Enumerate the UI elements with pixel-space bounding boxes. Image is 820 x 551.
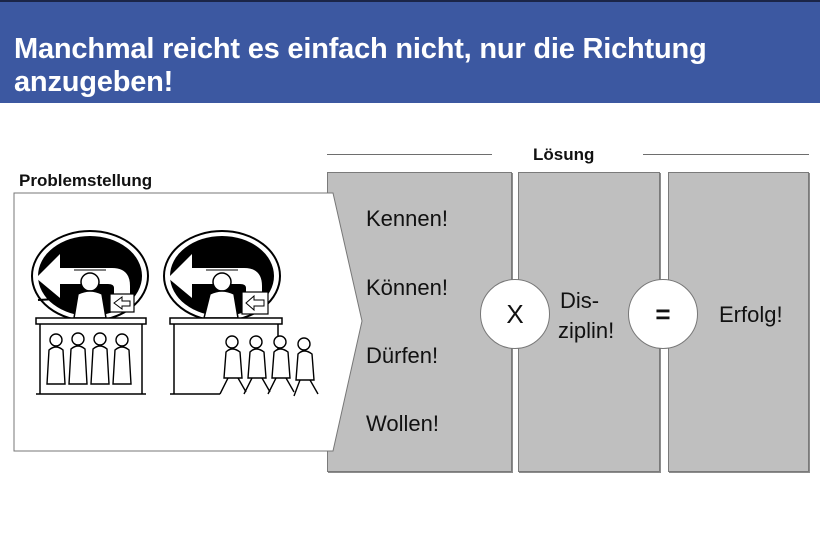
solution-rule-right <box>643 154 809 155</box>
factor-kennen: Kennen! <box>366 206 448 231</box>
multiply-operator: X <box>480 279 550 349</box>
discipline-line-1: Dis- <box>560 288 600 313</box>
cartoon-walking-crowd-icon <box>163 230 319 397</box>
factor-duerfen: Dürfen! <box>366 343 439 368</box>
solution-rule-left <box>327 154 492 155</box>
equals-symbol: = <box>655 298 671 329</box>
factor-wollen: Wollen! <box>366 411 439 436</box>
factor-koennen: Können! <box>366 275 448 300</box>
title-banner: Manchmal reicht es einfach nicht, nur di… <box>0 0 820 103</box>
slide-title: Manchmal reicht es einfach nicht, nur di… <box>14 33 707 98</box>
discipline-line-2: ziplin! <box>558 318 615 343</box>
solution-label: Lösung <box>533 145 595 164</box>
result-text: Erfolg! <box>719 302 783 327</box>
problem-label: Problemstellung <box>19 171 153 190</box>
multiply-symbol: X <box>506 298 524 329</box>
cartoon-static-crowd-icon <box>31 230 149 395</box>
equals-operator: = <box>628 279 698 349</box>
